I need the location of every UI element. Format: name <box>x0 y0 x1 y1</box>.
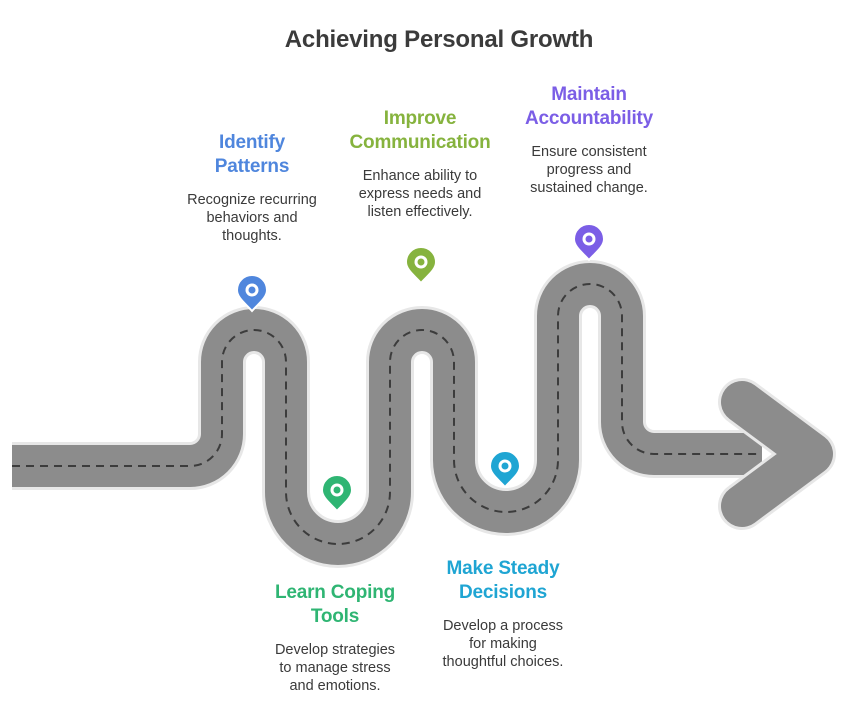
milestone-learn-coping-tools: Learn Coping Tools Develop strategies to… <box>235 581 435 695</box>
milestone-title: Improve Communication <box>349 108 491 153</box>
map-pin-icon <box>572 223 606 262</box>
milestone-description: Develop a process for making thoughtful … <box>442 618 564 670</box>
milestone-description: Ensure consistent progress and sustained… <box>530 144 648 196</box>
milestone-title: Identify Patterns <box>214 132 290 177</box>
milestone-description: Enhance ability to express needs and lis… <box>358 168 482 220</box>
road-center-line <box>12 283 762 545</box>
map-pin-icon <box>320 474 354 513</box>
diagram-title: Achieving Personal Growth <box>284 26 594 53</box>
milestone-make-steady-decisions: Make Steady Decisions Develop a process … <box>403 557 603 671</box>
arrow-head-icon <box>718 378 836 530</box>
milestone-identify-patterns: Identify Patterns Recognize recurring be… <box>152 131 352 245</box>
milestone-maintain-accountability: Maintain Accountability Ensure consisten… <box>489 83 689 197</box>
milestone-improve-communication: Improve Communication Enhance ability to… <box>320 107 520 221</box>
milestone-description: Develop strategies to manage stress and … <box>274 642 396 694</box>
road <box>12 260 836 568</box>
map-pin-icon <box>404 246 438 285</box>
map-pin-icon <box>235 274 269 313</box>
map-pin-icon <box>488 450 522 489</box>
milestone-title: Learn Coping Tools <box>274 582 396 627</box>
milestone-title: Make Steady Decisions <box>446 558 560 603</box>
milestone-description: Recognize recurring behaviors and though… <box>187 192 317 244</box>
road-surface <box>12 263 762 565</box>
milestone-title: Maintain Accountability <box>524 84 654 129</box>
